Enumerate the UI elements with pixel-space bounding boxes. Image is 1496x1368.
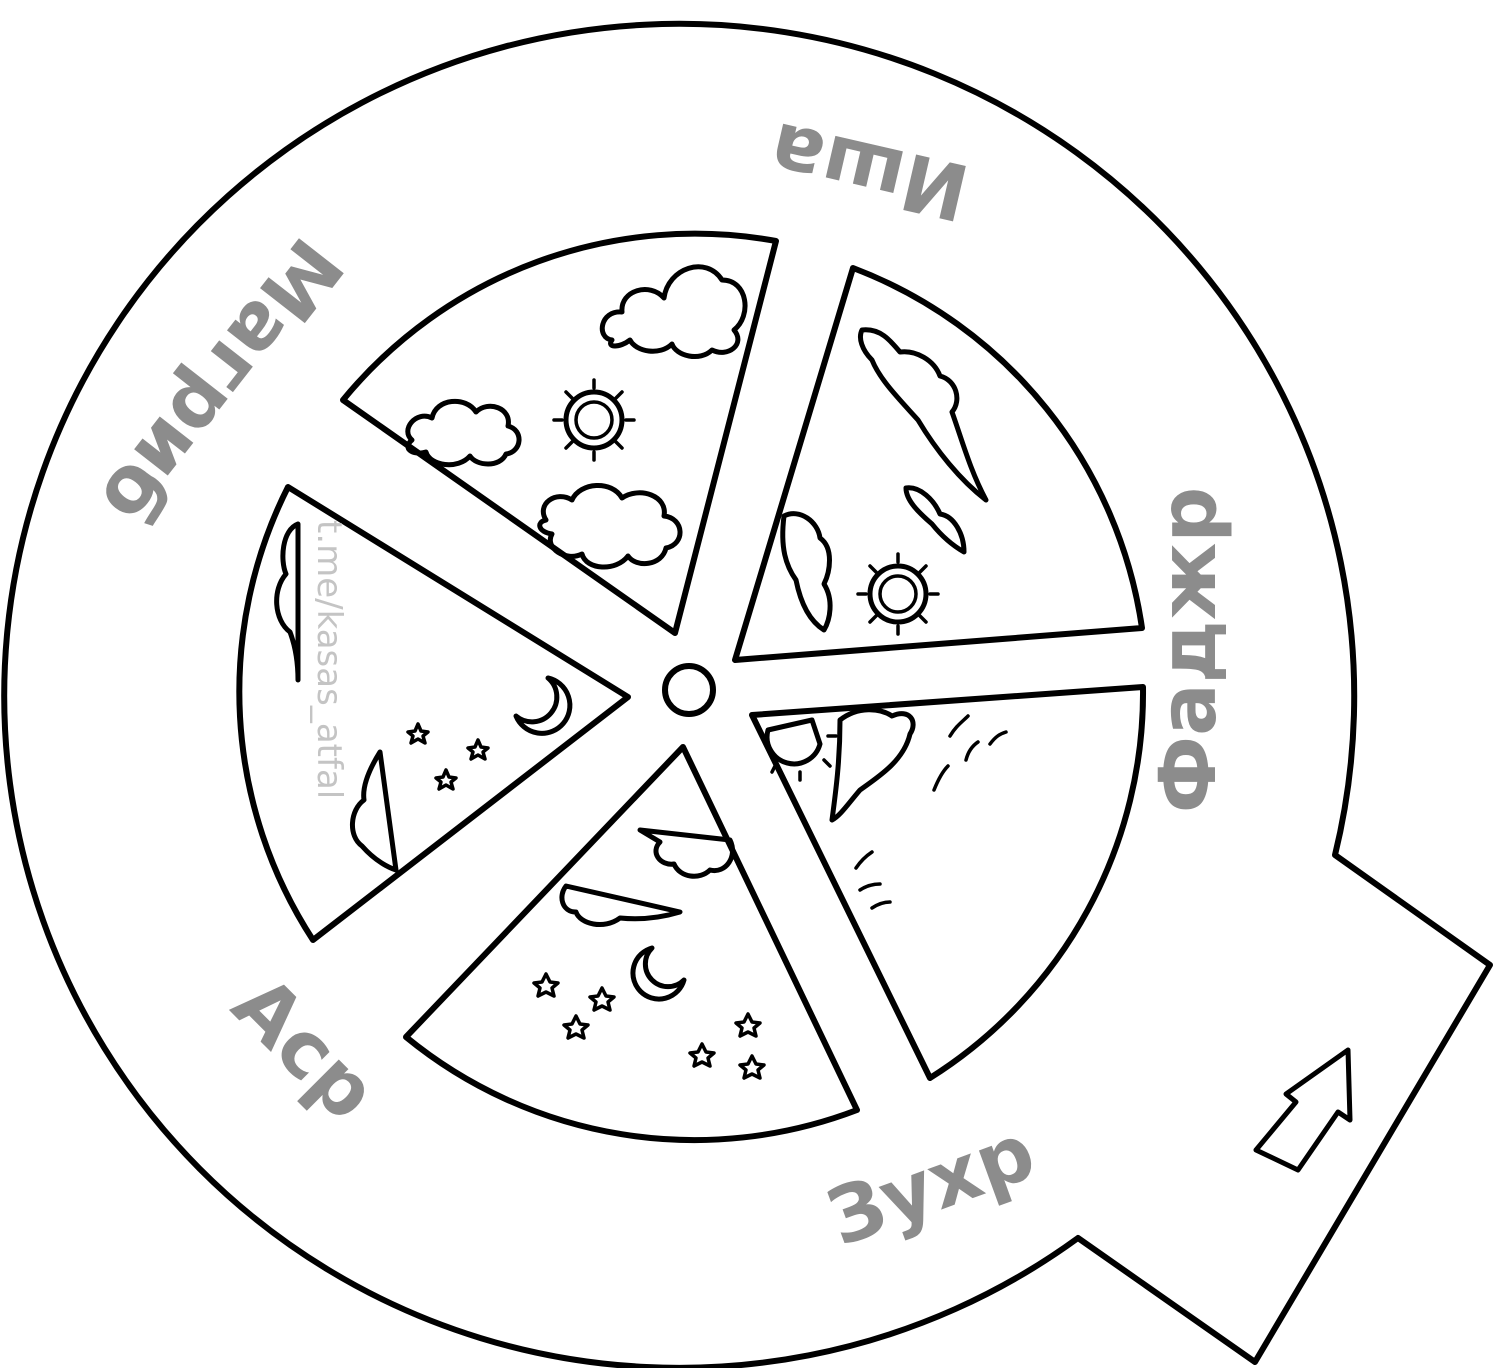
wheel-outline (4, 24, 1490, 1368)
watermark-text: t.me/kasas_atfal (309, 520, 349, 799)
label-fajr: Фаджр (1144, 487, 1234, 813)
